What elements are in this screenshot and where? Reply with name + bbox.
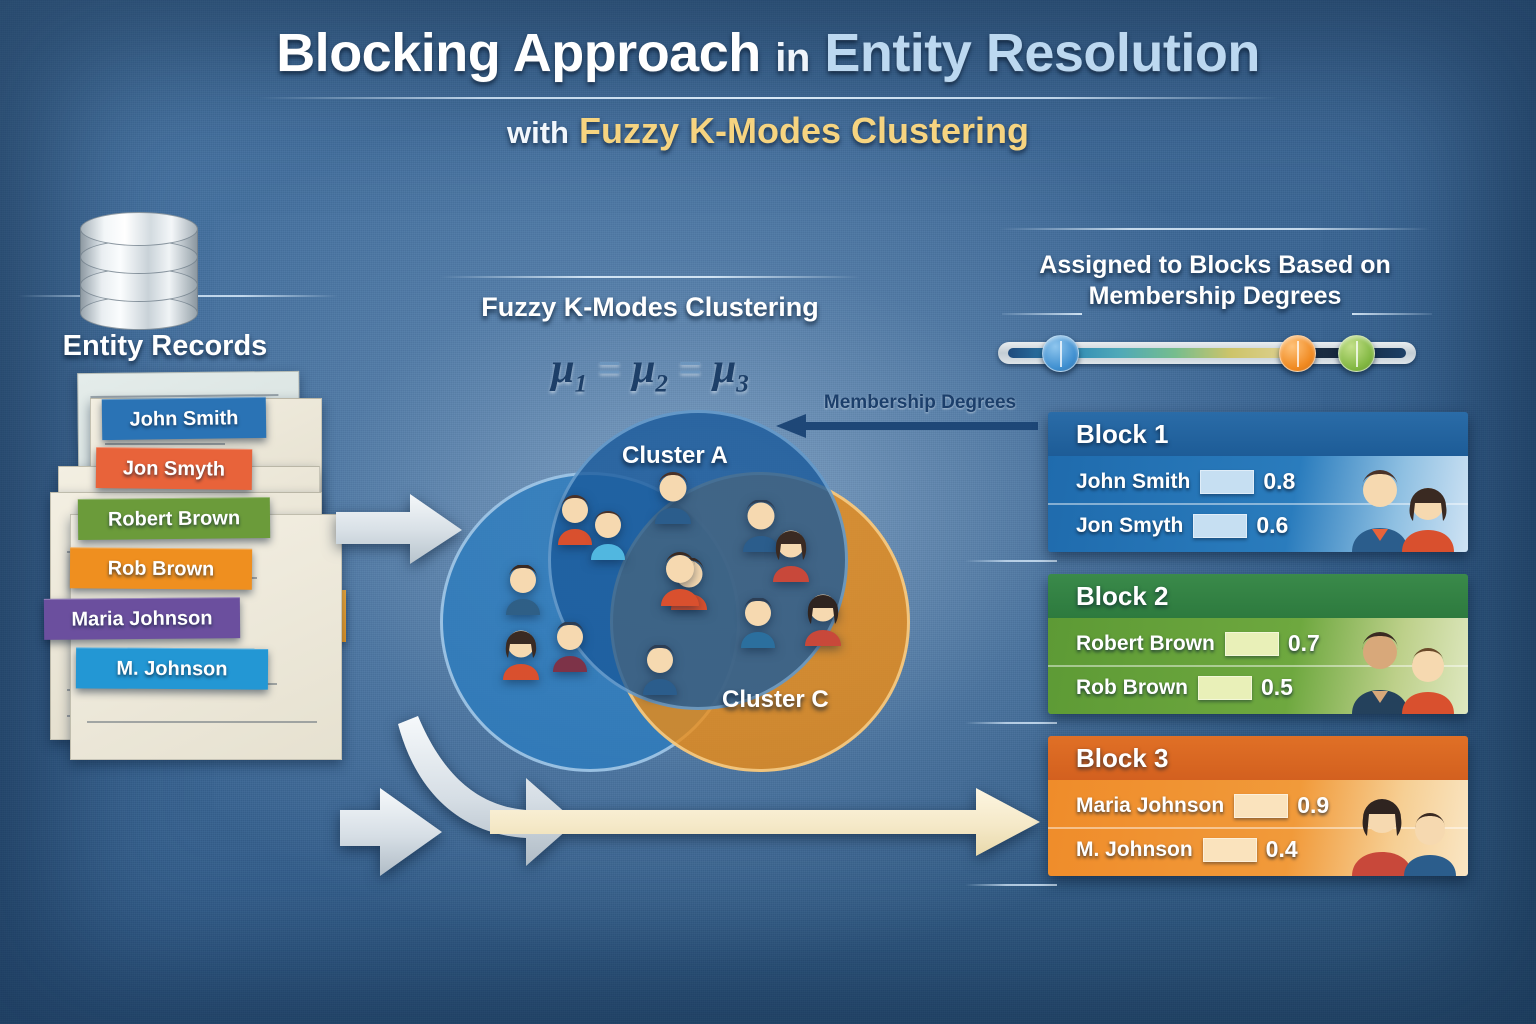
- center-heading: Fuzzy K-Modes Clustering: [481, 292, 819, 322]
- arrow-clusters-to-blocks: [340, 716, 1040, 876]
- membership-meter: [1224, 631, 1279, 656]
- block-avatars-icon: [1352, 470, 1454, 552]
- block-row-name: Maria Johnson: [1076, 793, 1225, 817]
- block-title: Block 1: [1048, 412, 1468, 456]
- slider-knob-green[interactable]: [1338, 335, 1375, 372]
- right-panel-divider: [1000, 228, 1430, 230]
- record-name: Maria Johnson: [71, 607, 213, 631]
- membership-value: 0.6: [1256, 512, 1289, 538]
- avatar-icon: [553, 622, 587, 672]
- record-name: M. Johnson: [116, 657, 228, 681]
- page-title: Blocking Approach in Entity Resolution: [0, 22, 1536, 84]
- membership-meter: [1202, 837, 1257, 862]
- membership-meter: [1193, 513, 1248, 538]
- record-chip-maria-johnson[interactable]: Maria Johnson: [43, 597, 241, 640]
- block-card-1[interactable]: Block 1 John Smith 0.8 Jon Smyth 0.6: [1048, 412, 1468, 552]
- membership-formula: μ1 = μ2 = μ3: [420, 345, 880, 398]
- membership-meter: [1234, 793, 1289, 818]
- membership-meter: [1197, 675, 1252, 700]
- venn-label-cluster-a: Cluster A: [622, 442, 728, 469]
- mu-3: μ3: [712, 346, 749, 398]
- block-connector-1: [965, 560, 1057, 562]
- equals-2: =: [678, 346, 703, 392]
- membership-degree-slider[interactable]: [998, 330, 1416, 374]
- block-connector-2: [965, 722, 1057, 724]
- arrow-records-to-clusters: [336, 494, 462, 564]
- membership-meter: [1200, 469, 1255, 494]
- center-divider: [440, 276, 860, 278]
- record-name: Rob Brown: [107, 557, 215, 581]
- record-name: John Smith: [129, 407, 239, 431]
- membership-value: 0.7: [1287, 630, 1320, 656]
- title-main-part2: Entity Resolution: [824, 23, 1260, 83]
- avatar-icon: [773, 530, 809, 582]
- block-row-name: M. Johnson: [1076, 837, 1193, 861]
- record-chip-robert-brown[interactable]: Robert Brown: [77, 496, 271, 541]
- block-row-name: Rob Brown: [1076, 675, 1188, 699]
- record-chip-rob-brown[interactable]: Rob Brown: [69, 547, 253, 590]
- block-avatars-icon: [1352, 799, 1456, 876]
- page-subtitle: with Fuzzy K-Modes Clustering: [0, 110, 1536, 152]
- right-heading-line2: Membership Degrees: [1088, 282, 1342, 310]
- membership-value: 0.8: [1263, 468, 1296, 494]
- block-row[interactable]: John Smith 0.8: [1048, 460, 1468, 503]
- avatar-icon: [741, 598, 775, 648]
- title-main-part1: Blocking Approach: [276, 23, 761, 83]
- avatar-icon: [655, 472, 691, 524]
- slider-groove: [1008, 348, 1406, 358]
- subtitle-emphasis: Fuzzy K-Modes Clustering: [578, 110, 1030, 151]
- title-main-connector: in: [775, 36, 810, 80]
- slider-knob-blue[interactable]: [1042, 335, 1079, 372]
- membership-value: 0.5: [1260, 674, 1293, 700]
- entity-records-label: Entity Records: [62, 330, 268, 362]
- venn-diagram: Cluster A Cluster C: [440, 410, 910, 772]
- avatar-icon: [558, 495, 592, 545]
- avatar-icon: [643, 645, 677, 695]
- block-row-name: John Smith: [1076, 469, 1191, 493]
- avatar-icon: [743, 500, 779, 552]
- title-block: Blocking Approach in Entity Resolution w…: [0, 22, 1536, 152]
- mu-2: μ2: [632, 346, 668, 398]
- block-row[interactable]: Jon Smyth 0.6: [1048, 503, 1468, 546]
- mu-1: μ1: [551, 346, 588, 398]
- right-heading-rule-left: [1002, 313, 1082, 315]
- avatar-icon: [503, 630, 539, 680]
- arrow-label-membership-degrees: Membership Degrees: [823, 392, 1017, 413]
- title-divider: [258, 97, 1278, 99]
- database-cylinder-icon: [80, 212, 198, 330]
- venn-label-cluster-c: Cluster C: [722, 686, 829, 713]
- slider-knob-orange[interactable]: [1279, 335, 1316, 372]
- right-heading-line1: Assigned to Blocks Based on: [1039, 251, 1391, 279]
- avatar-icon: [661, 552, 699, 606]
- arrow-membership-degrees: [776, 414, 1038, 438]
- block-avatars-icon: [1352, 632, 1454, 714]
- block-row[interactable]: Robert Brown 0.7: [1048, 622, 1468, 665]
- record-chip-john-smith[interactable]: John Smith: [101, 396, 267, 441]
- block-row[interactable]: M. Johnson 0.4: [1048, 827, 1468, 870]
- avatar-icon: [591, 511, 625, 560]
- block-card-2[interactable]: Block 2 Robert Brown 0.7 Rob Brown 0.5: [1048, 574, 1468, 714]
- record-chip-jon-smyth[interactable]: Jon Smyth: [95, 447, 253, 490]
- membership-value: 0.9: [1297, 792, 1330, 818]
- block-row[interactable]: Maria Johnson 0.9: [1048, 784, 1468, 827]
- subtitle-prefix: with: [506, 115, 569, 150]
- entity-records-stack: John Smith Jon Smyth Robert Brown Rob Br…: [28, 370, 358, 762]
- right-heading-rule-right: [1352, 313, 1432, 315]
- record-chip-m-johnson[interactable]: M. Johnson: [75, 647, 269, 690]
- right-panel-heading: Assigned to Blocks Based on Membership D…: [1000, 250, 1430, 312]
- avatar-icon: [506, 565, 540, 615]
- avatar-icon: [805, 594, 841, 646]
- membership-value: 0.4: [1265, 836, 1298, 862]
- block-card-3[interactable]: Block 3 Maria Johnson 0.9 M. Johnson 0.4: [1048, 736, 1468, 876]
- record-name: Jon Smyth: [122, 457, 226, 481]
- block-connector-3: [965, 884, 1057, 886]
- record-name: Robert Brown: [107, 507, 241, 531]
- block-title: Block 2: [1048, 574, 1468, 618]
- block-title: Block 3: [1048, 736, 1468, 780]
- block-row-name: Jon Smyth: [1076, 513, 1184, 537]
- block-row[interactable]: Rob Brown 0.5: [1048, 665, 1468, 708]
- block-row-name: Robert Brown: [1076, 631, 1215, 655]
- equals-1: =: [597, 346, 622, 392]
